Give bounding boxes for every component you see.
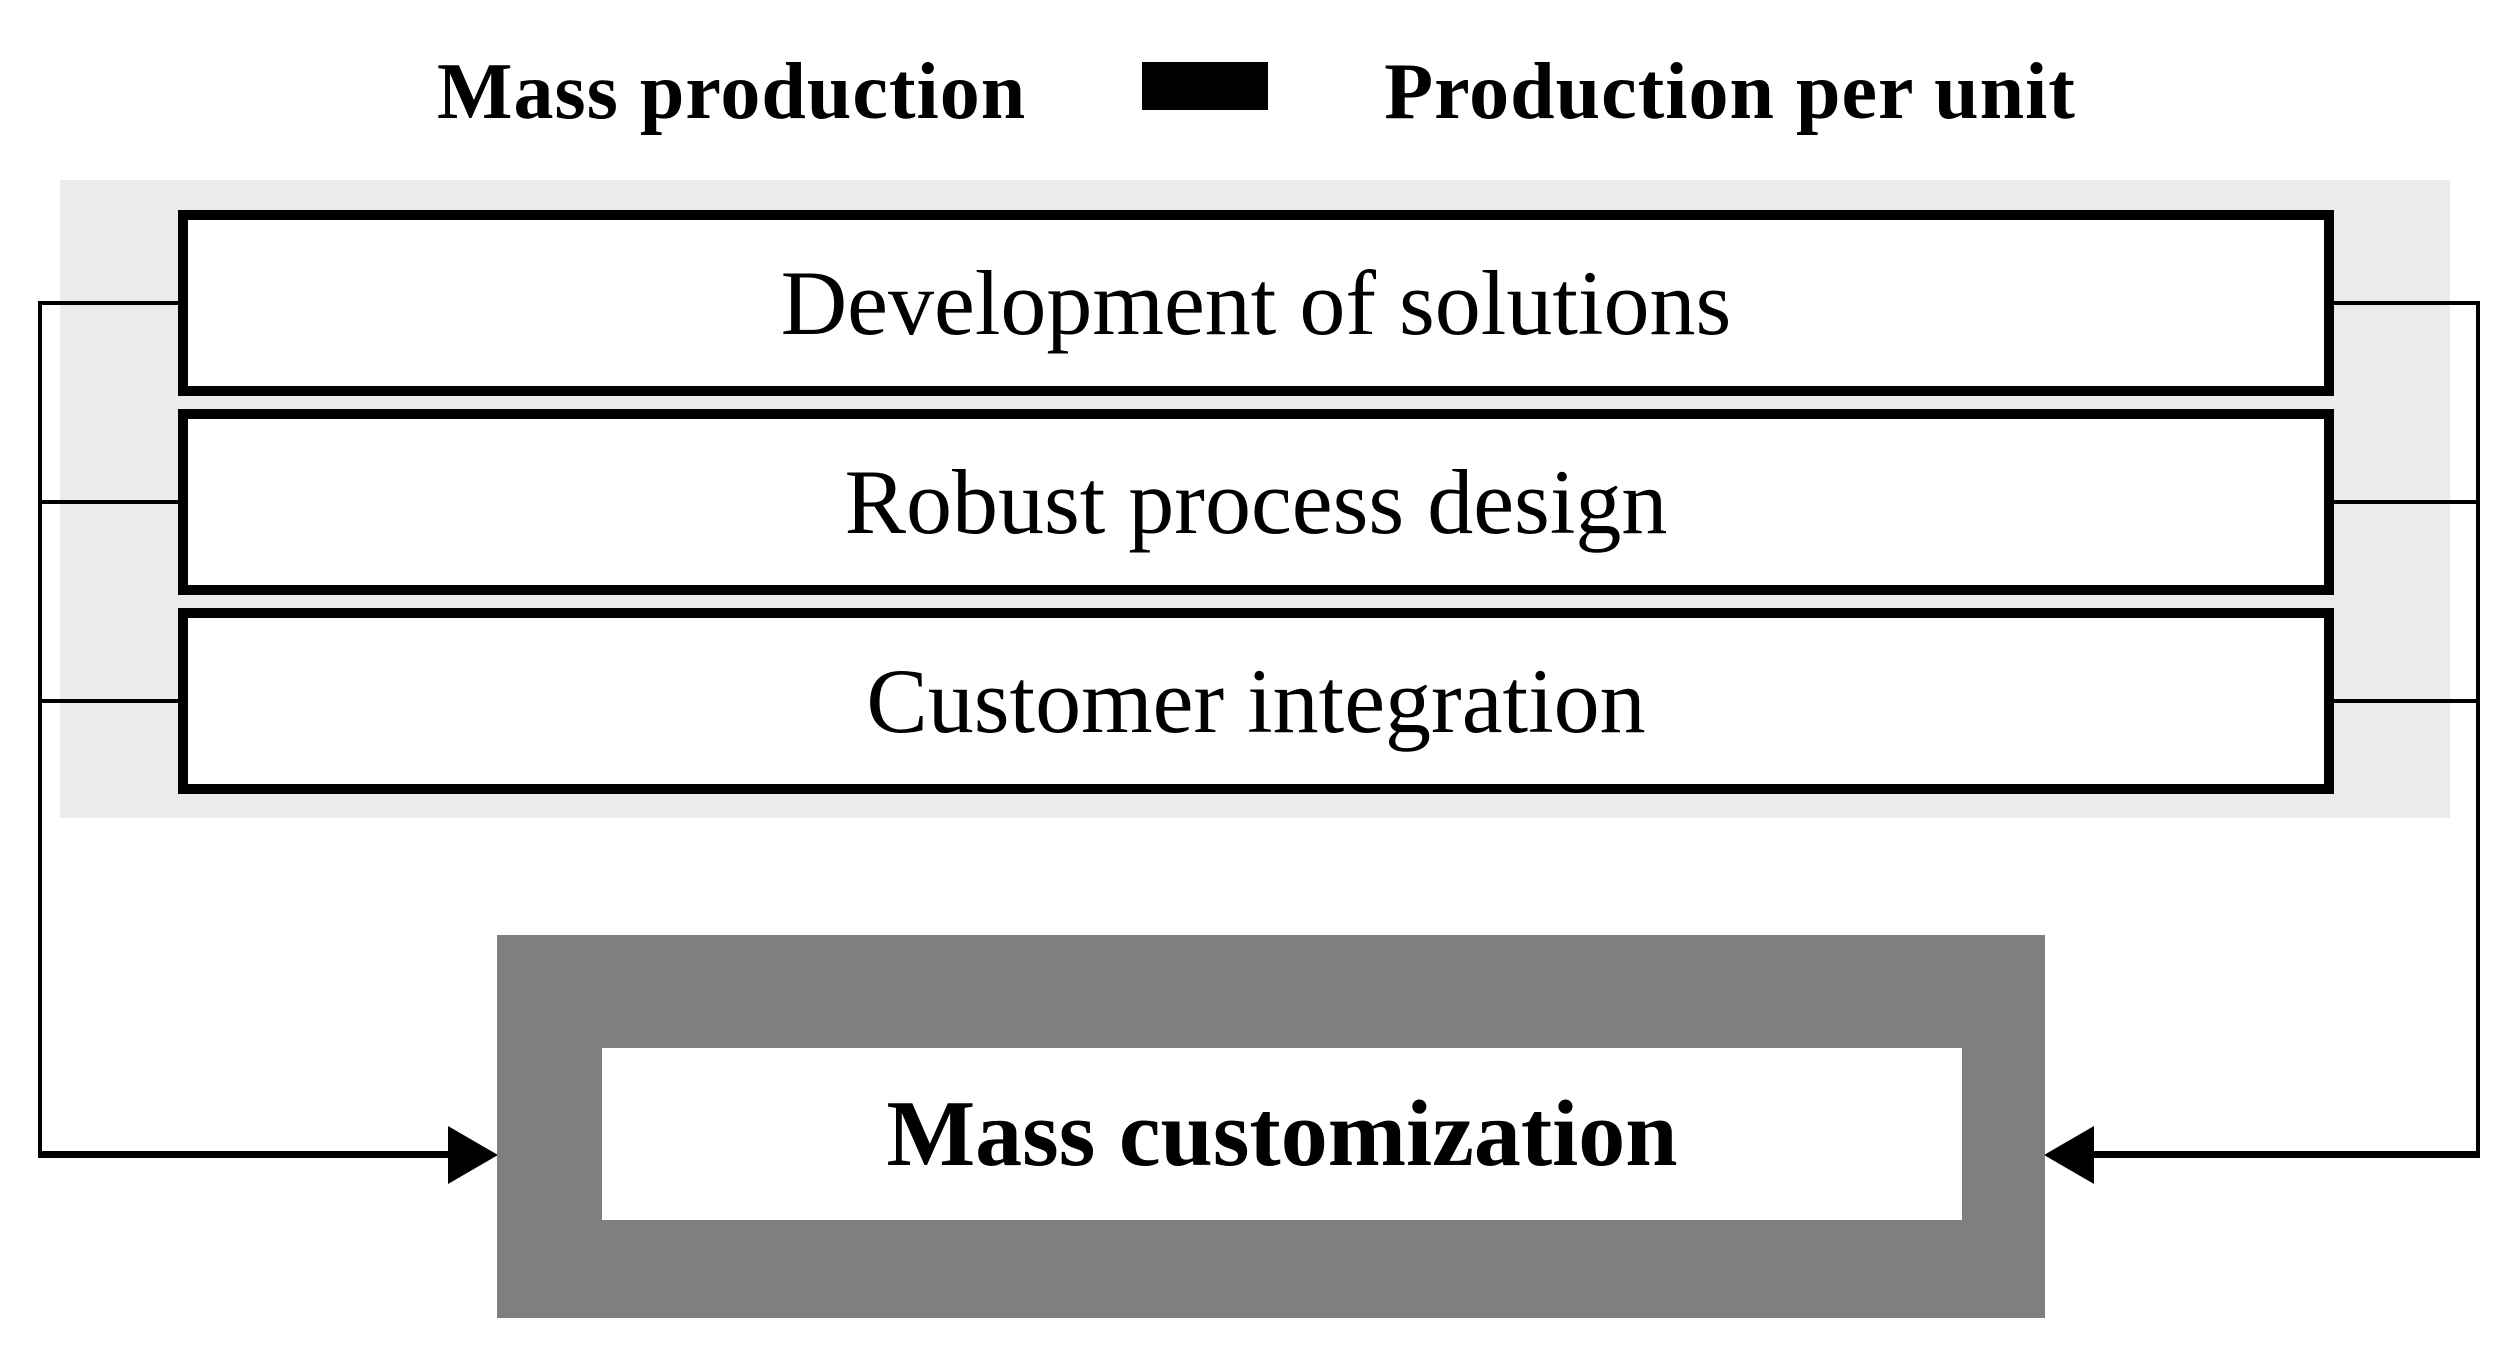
right-arrowhead-icon — [2044, 1126, 2094, 1184]
box-robust-process-design-label: Robust process design — [844, 451, 1668, 553]
box-customer-integration-label: Customer integration — [866, 650, 1646, 752]
left-arrow-line — [38, 1151, 450, 1158]
left-connector-rail — [38, 301, 42, 1158]
mass-customization-box: Mass customization — [602, 1048, 1962, 1220]
legend-production-per-unit-label: Production per unit — [1384, 47, 2076, 136]
black-bar-icon — [1142, 62, 1269, 110]
right-connector-rail — [2476, 301, 2480, 1158]
left-connector-stub-1 — [38, 301, 178, 305]
legend-mass-production-label: Mass production — [437, 47, 1027, 136]
legend: Mass production Production per unit — [0, 36, 2513, 148]
right-connector-stub-2 — [2334, 500, 2480, 504]
right-connector-stub-1 — [2334, 301, 2480, 305]
right-arrow-line — [2094, 1151, 2480, 1158]
mass-customization-label: Mass customization — [886, 1082, 1678, 1186]
right-connector-stub-3 — [2334, 699, 2480, 703]
left-connector-stub-3 — [38, 699, 178, 703]
left-arrowhead-icon — [448, 1126, 498, 1184]
box-customer-integration: Customer integration — [178, 608, 2334, 794]
box-development-of-solutions: Development of solutions — [178, 210, 2334, 396]
box-development-of-solutions-label: Development of solutions — [780, 252, 1732, 354]
left-connector-stub-2 — [38, 500, 178, 504]
box-robust-process-design: Robust process design — [178, 409, 2334, 595]
